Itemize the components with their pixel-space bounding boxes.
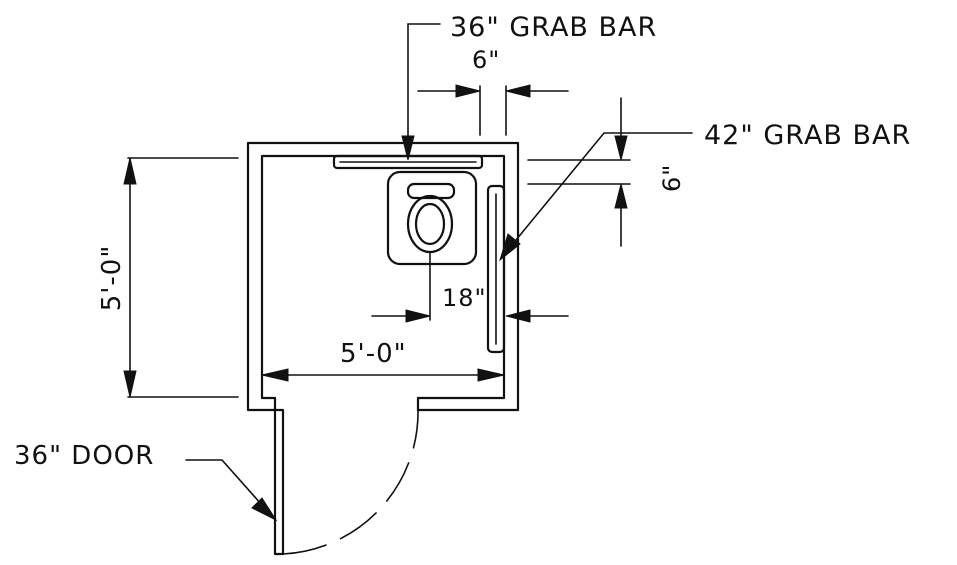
label-dim-6-right: 6" (658, 164, 686, 192)
door (273, 408, 419, 556)
dim-6-top (417, 84, 569, 136)
label-dim-18: 18" (442, 284, 487, 312)
dim-6-right (527, 97, 631, 247)
label-grab-bar-42: 42" GRAB BAR (704, 120, 911, 151)
grab-bar-36-leader (401, 23, 441, 161)
label-dim-6-top: 6" (472, 46, 500, 74)
label-dim-width: 5'-0" (340, 339, 407, 369)
dim-depth (123, 157, 239, 398)
toilet-fixture (386, 170, 478, 266)
grab-bar-42-leader (499, 132, 693, 262)
door-leader (185, 459, 278, 522)
label-door-36: 36" DOOR (14, 441, 154, 471)
dim-width (261, 368, 505, 382)
label-grab-bar-36: 36" GRAB BAR (450, 12, 657, 43)
label-dim-depth: 5'-0" (97, 245, 127, 312)
dim-18 (371, 251, 569, 323)
side-grab-bar (486, 184, 506, 354)
